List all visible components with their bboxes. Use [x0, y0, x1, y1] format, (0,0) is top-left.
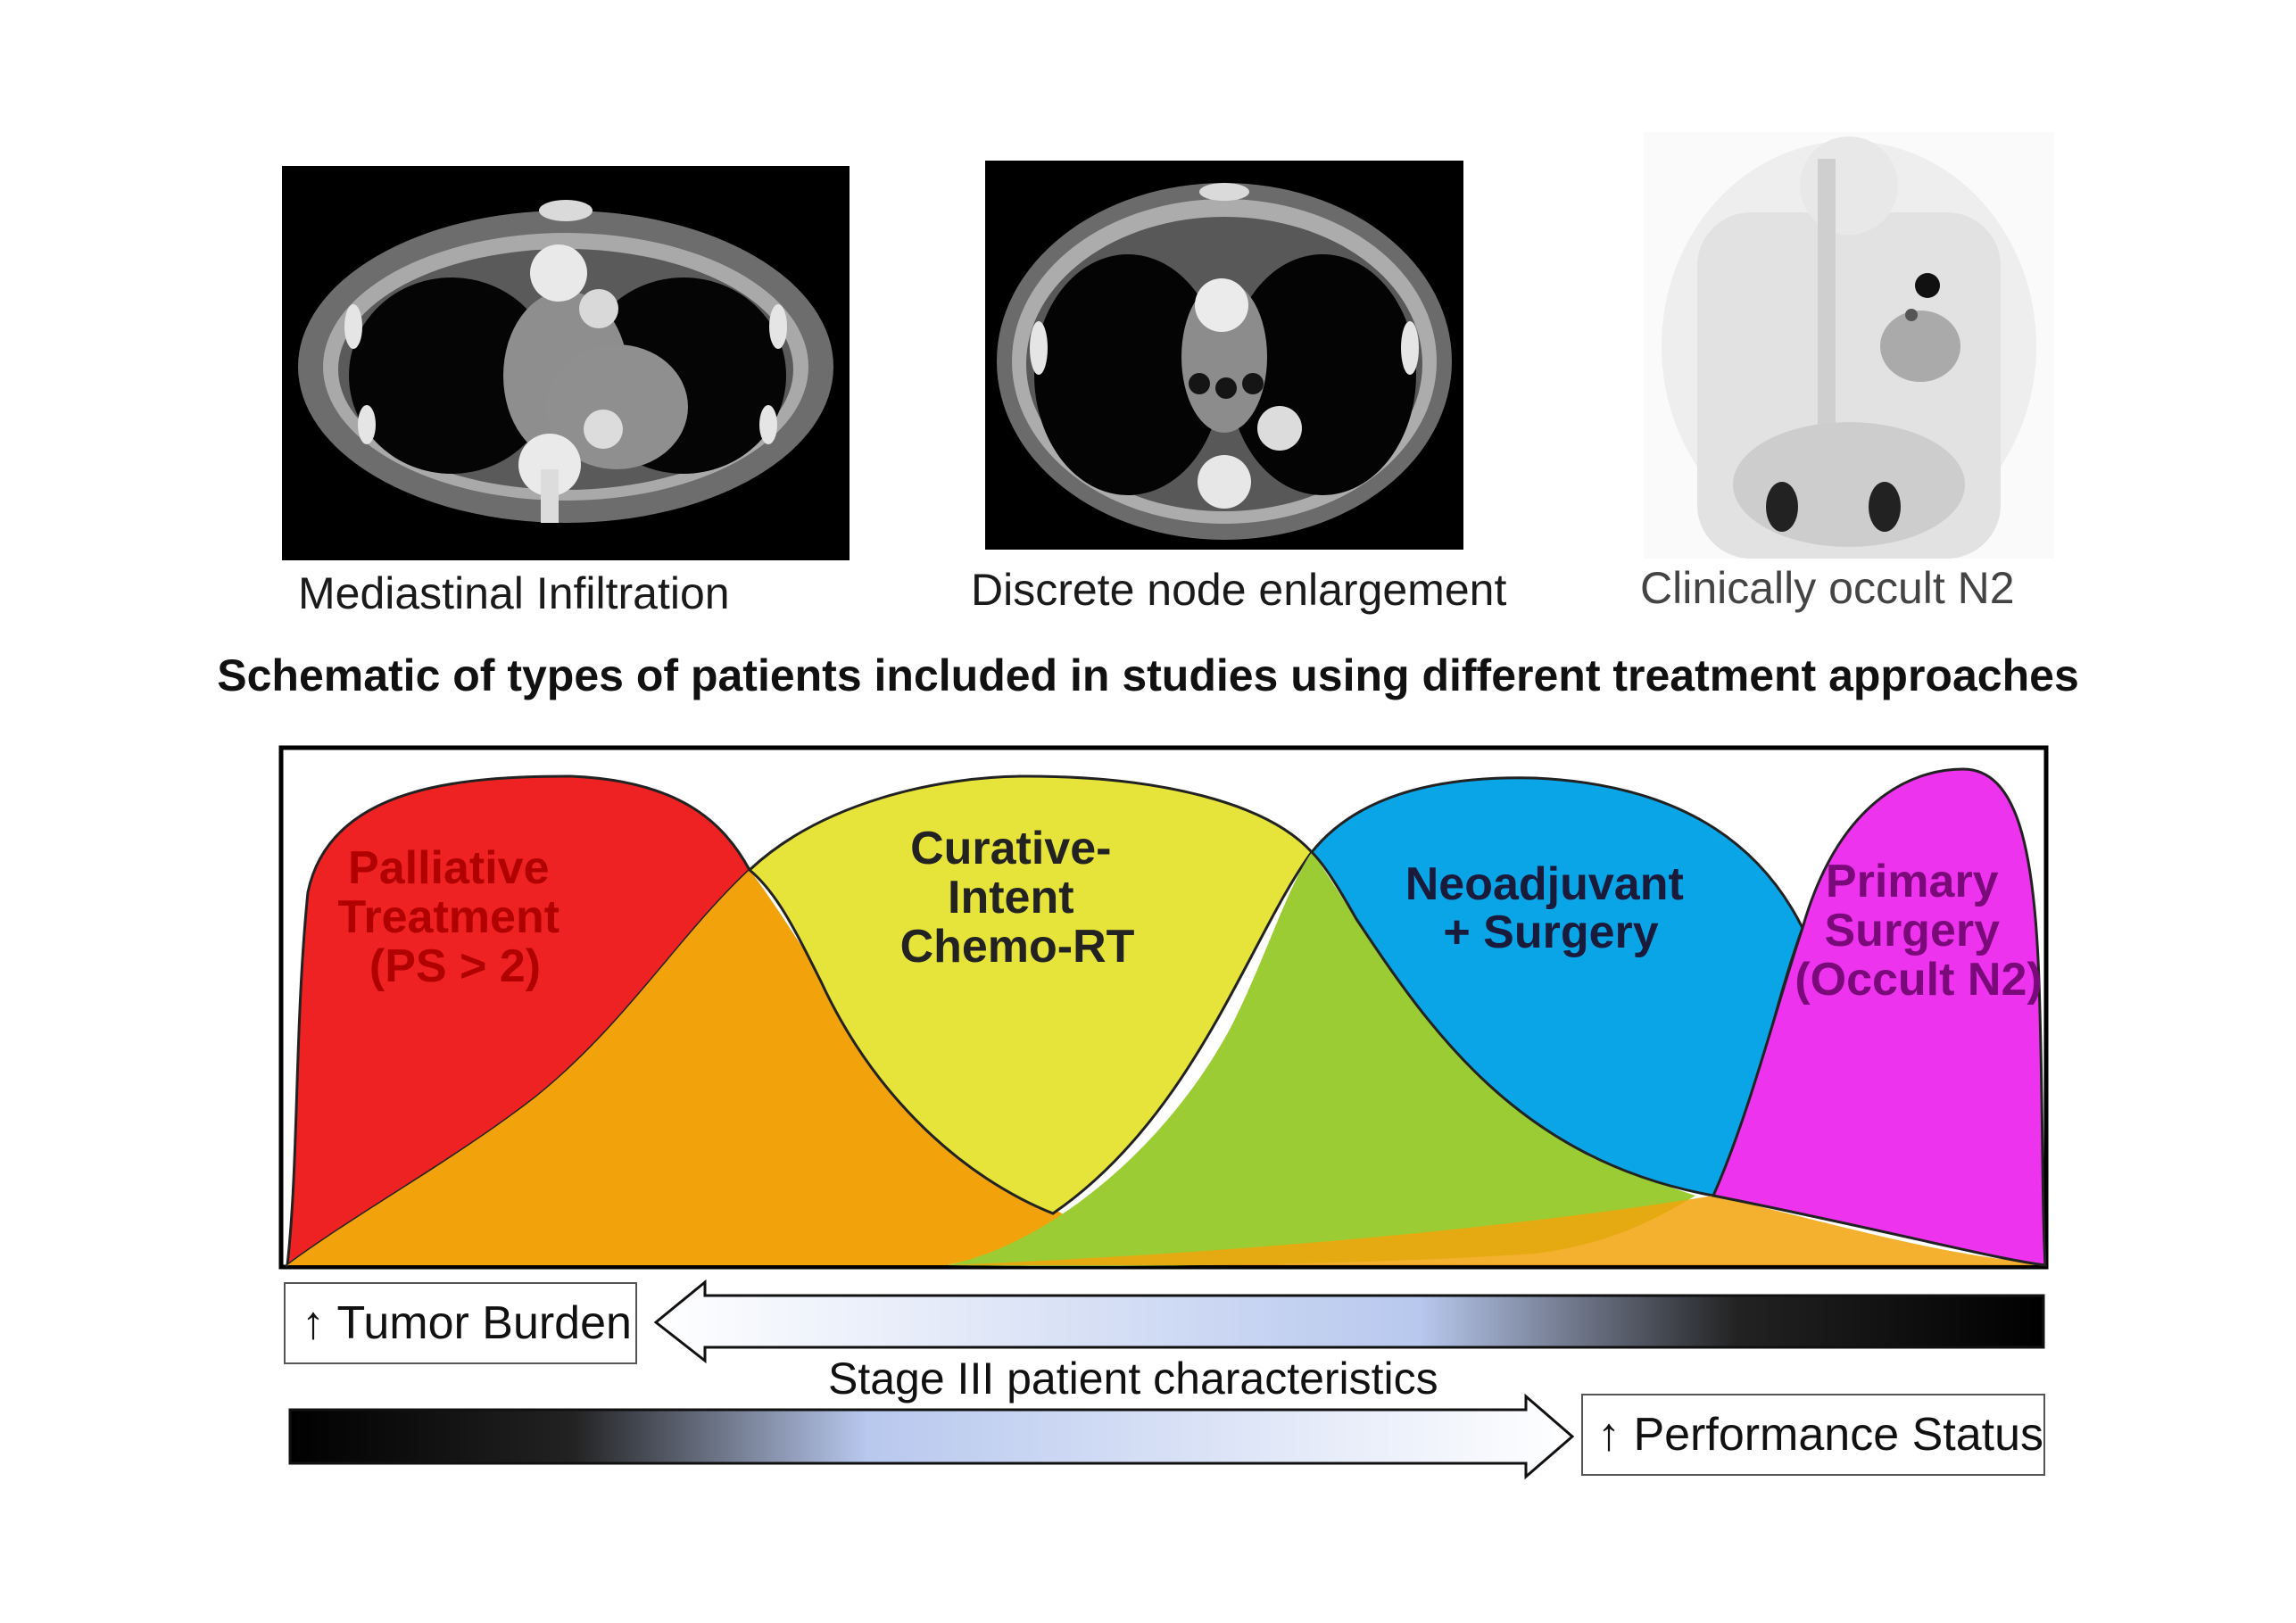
ct-image-mediastinal-infiltration — [282, 166, 850, 560]
label-primary-surgery: Primary Surgery (Occult N2) — [1795, 856, 2042, 1006]
curve-palliative — [286, 774, 751, 1269]
arrow-performance-status — [288, 1393, 1575, 1480]
ct-image-discrete-node-enlargement — [985, 161, 1463, 550]
tumor-burden-label: ↑ Tumor Burden — [284, 1282, 637, 1364]
overlap-palliative-curative — [287, 870, 1098, 1265]
schematic-heading: Schematic of types of patients included … — [217, 650, 2079, 700]
ct-scan-axial-chest-icon — [985, 161, 1463, 550]
caption-clinically-occult-n2: Clinically occult N2 — [1640, 563, 2015, 613]
overlap-tail — [946, 1196, 2043, 1265]
performance-status-label: ↑ Performance Status — [1581, 1394, 2045, 1476]
overlap-curative-neoadjuvant — [946, 852, 1695, 1266]
axis-label-stage-iii: Stage III patient characteristics — [828, 1354, 1438, 1404]
caption-discrete-node-enlargement: Discrete node enlargement — [971, 565, 1507, 615]
pet-scan-coronal-icon — [1644, 132, 2054, 559]
pet-image-clinically-occult-n2 — [1644, 132, 2054, 559]
label-palliative: Palliative Treatment (PS > 2) — [338, 842, 573, 992]
curve-curative-chemo-rt — [747, 774, 1314, 1215]
label-neoadjuvant-surgery: Neoadjuvant + Surgery — [1405, 858, 1697, 958]
ct-scan-axial-chest-icon — [282, 166, 850, 560]
arrow-tumor-burden — [653, 1279, 2045, 1364]
caption-mediastinal-infiltration: Mediastinal Infiltration — [298, 568, 730, 618]
curve-primary-surgery — [1711, 767, 2047, 1267]
label-curative-chemo-rt: Curative- Intent Chemo-RT — [900, 823, 1135, 973]
